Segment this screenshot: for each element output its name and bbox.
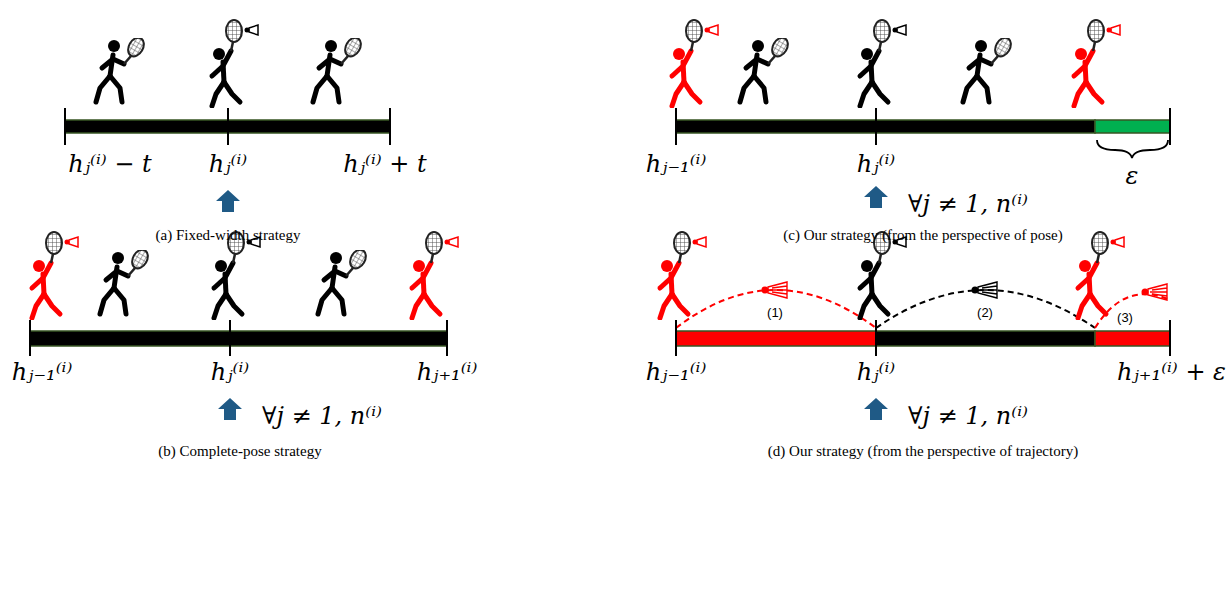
- time-label: hⱼ⁽ⁱ⁾: [857, 148, 895, 180]
- time-label: hⱼ⁽ⁱ⁾ − t: [68, 148, 151, 180]
- time-label: hⱼ⁽ⁱ⁾ + t: [343, 148, 426, 180]
- caption: (a) Fixed-width strategy: [156, 226, 301, 244]
- time-label: hⱼ₋₁⁽ⁱ⁾: [646, 356, 707, 388]
- time-label: hⱼ₊₁⁽ⁱ⁾: [417, 356, 478, 388]
- time-label: hⱼ₊₁⁽ⁱ⁾ + ε: [1117, 356, 1226, 388]
- time-label: hⱼ₋₁⁽ⁱ⁾: [12, 356, 73, 388]
- caption: (c) Our strategy (from the perspective o…: [783, 226, 1062, 244]
- time-label: hⱼ⁽ⁱ⁾: [211, 356, 249, 388]
- segment-number: (2): [977, 305, 993, 320]
- caption: (d) Our strategy (from the perspective o…: [768, 442, 1078, 460]
- time-label: hⱼ⁽ⁱ⁾: [209, 148, 247, 180]
- segment-number: (3): [1117, 310, 1133, 325]
- segment-number: (1): [767, 305, 783, 320]
- condition-label: ∀j ≠ 1, n⁽ⁱ⁾: [908, 400, 1028, 432]
- time-label: hⱼ⁽ⁱ⁾: [857, 356, 895, 388]
- condition-label: ∀j ≠ 1, n⁽ⁱ⁾: [262, 400, 382, 432]
- caption: (b) Complete-pose strategy: [158, 442, 321, 460]
- epsilon-label: ε: [1126, 160, 1139, 192]
- time-label: hⱼ₋₁⁽ⁱ⁾: [646, 148, 707, 180]
- condition-label: ∀j ≠ 1, n⁽ⁱ⁾: [908, 188, 1028, 220]
